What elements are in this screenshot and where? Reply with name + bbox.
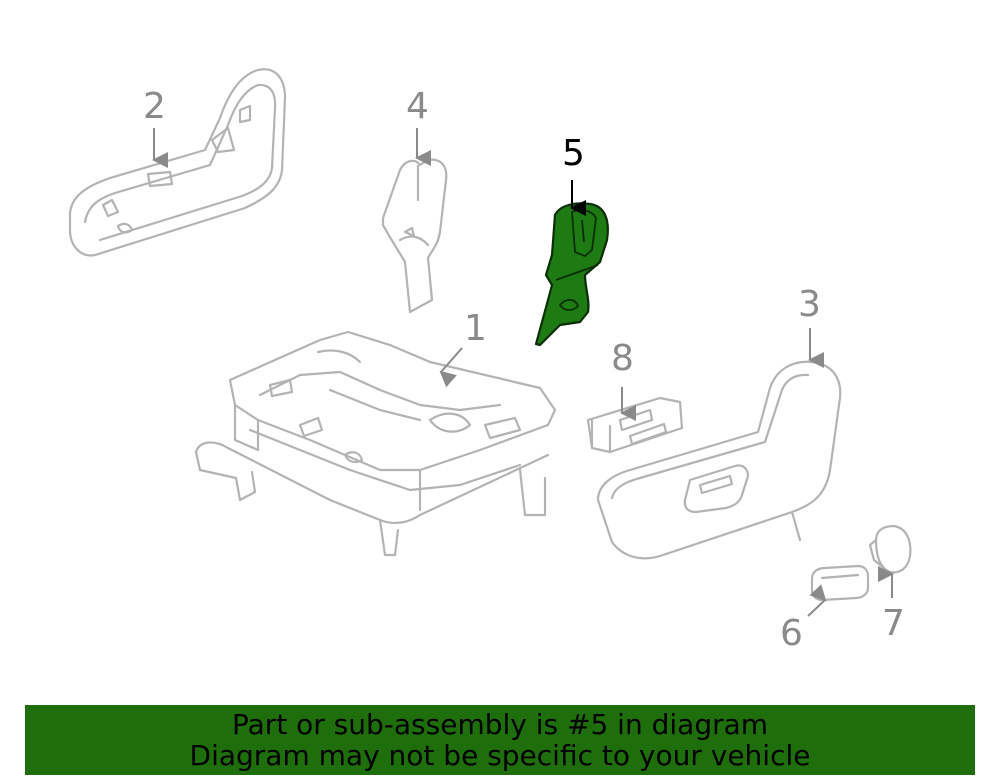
callout-3: 3 <box>798 284 821 325</box>
banner-line-2: Diagram may not be specific to your vehi… <box>189 739 811 772</box>
part-1-seat-frame[interactable] <box>194 330 557 557</box>
parts-diagram: 2 4 5 1 3 8 6 7 <box>68 68 912 654</box>
callout-7: 7 <box>882 603 905 644</box>
part-7-knob[interactable] <box>868 524 912 574</box>
callout-2: 2 <box>143 86 166 127</box>
part-2-side-shield[interactable] <box>68 68 287 257</box>
part-4-bracket[interactable] <box>381 158 448 314</box>
part-6-switch-cap[interactable] <box>810 564 870 602</box>
part-8-switch[interactable] <box>586 396 684 454</box>
callout-1: 1 <box>464 308 487 349</box>
callout-6: 6 <box>780 613 803 654</box>
banner-line-1: Part or sub-assembly is #5 in diagram <box>231 708 769 741</box>
part-3-outer-side-trim[interactable] <box>596 360 842 560</box>
callout-5: 5 <box>562 133 585 174</box>
callout-4: 4 <box>406 86 429 127</box>
callout-8: 8 <box>611 338 634 379</box>
part-5-highlighted-panel[interactable] <box>534 202 609 347</box>
info-banner: Part or sub-assembly is #5 in diagram Di… <box>25 705 975 775</box>
